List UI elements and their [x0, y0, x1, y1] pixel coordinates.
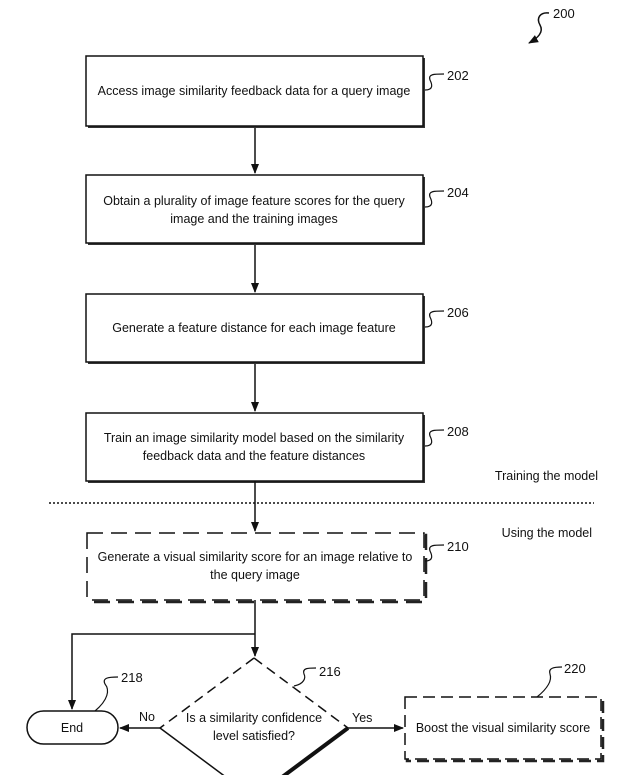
end-terminal: [26, 710, 119, 745]
step-208-text-line1: Train an image similarity model based on…: [104, 431, 405, 445]
decision-216-text-line1: Is a similarity confidence: [186, 711, 322, 725]
step-204-text-line1: Obtain a plurality of image feature scor…: [103, 194, 405, 208]
step-208-text-line2: feedback data and the feature distances: [143, 449, 365, 463]
boost-220-ref: 220: [564, 661, 586, 676]
boost-220-text: Boost the visual similarity score: [416, 721, 590, 735]
step-202-text: Access image similarity feedback data fo…: [98, 84, 411, 98]
step-208-box: [85, 412, 424, 482]
decision-216-text-line2: level satisfied?: [213, 729, 295, 743]
step-206-box: [85, 293, 424, 363]
arrow-210-end: [68, 633, 255, 710]
step-210-box: [86, 532, 425, 601]
no-label: No: [139, 710, 155, 724]
boost-220-leader: [536, 666, 563, 698]
figure-ref-label: 200: [553, 6, 575, 21]
step-204: Obtain a plurality of image feature scor…: [85, 174, 469, 245]
end-218: End 218: [26, 670, 143, 745]
yes-label: Yes: [352, 711, 372, 725]
decision-216: Is a similarity confidence level satisfi…: [159, 657, 350, 775]
step-202-ref: 202: [447, 68, 469, 83]
boost-220-box: [404, 696, 602, 760]
step-210-text-line2: the query image: [210, 568, 300, 582]
step-202-leader: [424, 73, 445, 91]
step-202: Access image similarity feedback data fo…: [85, 55, 469, 128]
decision-216-ref: 216: [319, 664, 341, 679]
section-label-training: Training the model: [495, 469, 598, 483]
end-218-leader: [94, 676, 119, 712]
step-210-ref: 210: [447, 539, 469, 554]
step-206-leader: [424, 310, 445, 328]
boost-220: Boost the visual similarity score 220: [404, 661, 605, 763]
section-label-using: Using the model: [502, 526, 592, 540]
figure-ref-arrow-icon: [528, 12, 550, 44]
step-206-ref: 206: [447, 305, 469, 320]
step-206-text: Generate a feature distance for each ima…: [112, 321, 396, 335]
step-204-box: [85, 174, 424, 244]
step-208: Train an image similarity model based on…: [85, 412, 469, 483]
end-218-ref: 218: [121, 670, 143, 685]
step-204-leader: [424, 190, 445, 208]
step-210-leader: [424, 544, 445, 562]
step-210-text-line1: Generate a visual similarity score for a…: [98, 550, 413, 564]
figure-ref-200: 200: [528, 6, 575, 44]
step-206: Generate a feature distance for each ima…: [85, 293, 469, 364]
step-208-ref: 208: [447, 424, 469, 439]
end-label: End: [61, 721, 83, 735]
step-210: Generate a visual similarity score for a…: [86, 532, 469, 604]
decision-216-leader: [293, 667, 317, 687]
step-204-text-line2: image and the training images: [170, 212, 337, 226]
step-204-ref: 204: [447, 185, 469, 200]
step-208-leader: [424, 429, 445, 447]
step-202-box: [85, 55, 424, 127]
